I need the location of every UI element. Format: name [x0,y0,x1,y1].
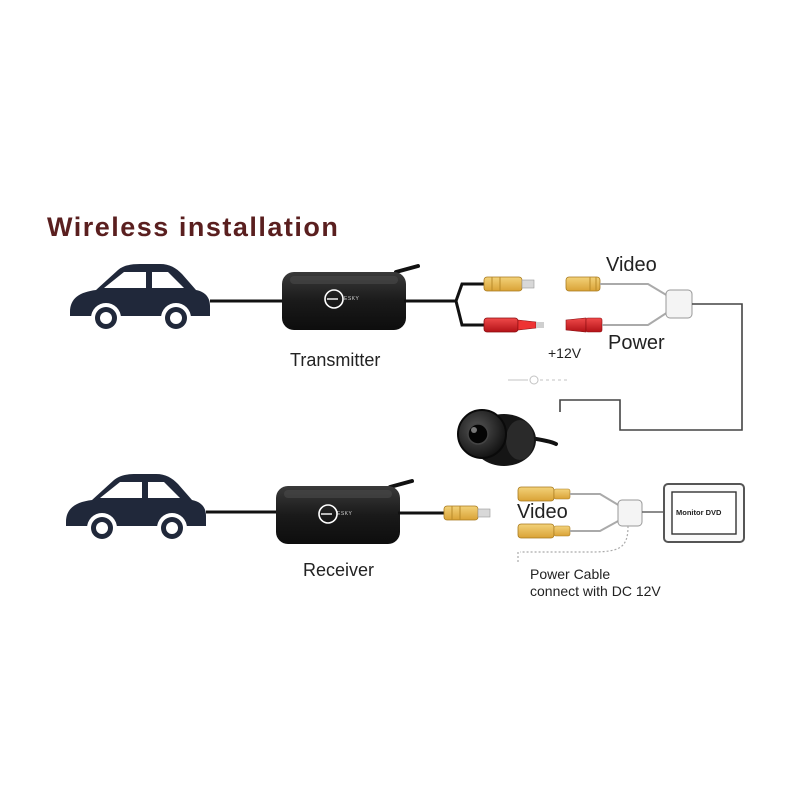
power-cable-note-line1: Power Cable [530,566,611,582]
camera-harness-junction [559,289,743,431]
car-icon-bottom [66,474,206,543]
monitor-label: Monitor DVD [676,508,722,517]
camera-side-power-connector [565,311,669,333]
transmitter-brand-logo: ESKY [344,296,360,302]
tx-power-plug [483,317,544,333]
transmitter-device [210,264,486,330]
camera-icon [457,409,558,466]
monitor-icon [663,483,745,543]
monitor-harness-junction [517,499,664,562]
monitor-video-label: Video [517,501,568,523]
diagram-title: Wireless installation [47,212,340,242]
receiver-brand-logo: ESKY [337,511,353,517]
camera-side-video-connector [565,276,669,297]
camera-power-label: Power [608,332,665,354]
camera-video-label: Video [606,254,657,276]
voltage-label: +12V [548,345,582,361]
tx-video-plug [483,276,535,292]
car-icon-top [70,264,210,333]
monitor-side-video-connector-top [517,486,621,507]
ground-symbol [508,375,570,385]
monitor-side-video-connector-bottom [517,519,621,539]
receiver-device [206,479,444,544]
transmitter-label: Transmitter [290,350,381,370]
rx-video-plug [443,505,491,521]
receiver-label: Receiver [303,560,375,580]
power-cable-note-line2: connect with DC 12V [530,583,661,599]
